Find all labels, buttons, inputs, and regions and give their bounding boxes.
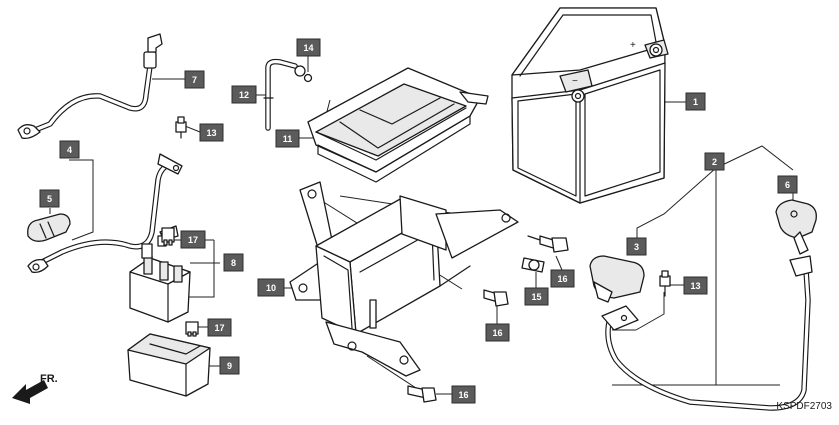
bolt-15 xyxy=(521,257,545,273)
callout-label: 3 xyxy=(634,242,639,252)
tube-clip xyxy=(294,65,313,83)
negative-cable xyxy=(17,33,163,140)
callout-12: 12 xyxy=(231,85,257,104)
diagram-code: KSPDF2703 xyxy=(776,401,832,412)
svg-text:−: − xyxy=(572,76,578,87)
terminal-cover-3 xyxy=(589,255,645,303)
callout-label: 1 xyxy=(693,97,698,107)
callout-label: 13 xyxy=(690,281,700,291)
callout-label: 15 xyxy=(531,292,541,302)
callout-label: 5 xyxy=(47,194,52,204)
battery-tray xyxy=(307,67,489,183)
svg-text:+: + xyxy=(630,40,636,51)
battery-bracket xyxy=(289,181,519,377)
callout-11: 11 xyxy=(275,129,300,148)
callout-label: 6 xyxy=(785,180,790,190)
callout-3: 3 xyxy=(626,237,647,256)
breather-tube xyxy=(263,58,298,131)
callout-label: 10 xyxy=(266,283,276,293)
relay-cover xyxy=(127,333,211,397)
fuse-upper xyxy=(161,227,175,246)
battery: + − xyxy=(511,7,669,204)
direction-label: FR. xyxy=(40,373,58,385)
callout-17-upper: 17 xyxy=(180,230,206,249)
starter-relay xyxy=(129,225,191,323)
terminal-cover-5 xyxy=(27,213,71,242)
callout-14: 14 xyxy=(296,38,321,57)
callout-label: 2 xyxy=(712,157,717,167)
callout-label: 17 xyxy=(188,235,198,245)
callout-16-top: 16 xyxy=(550,269,575,288)
callout-label: 14 xyxy=(303,43,313,53)
callout-13-right: 13 xyxy=(683,276,708,295)
callout-label: 16 xyxy=(557,274,567,284)
callout-label: 8 xyxy=(231,258,236,268)
callout-label: 7 xyxy=(192,75,197,85)
callout-5: 5 xyxy=(39,189,60,208)
callout-2: 2 xyxy=(704,152,725,171)
fuse-lower xyxy=(185,321,199,337)
terminal-bolt-b xyxy=(659,270,671,297)
bolt-16-top xyxy=(527,235,569,253)
callout-16-middle: 16 xyxy=(485,323,510,342)
positive-cable xyxy=(27,153,183,274)
callout-10: 10 xyxy=(257,278,285,297)
callout-16-bottom: 16 xyxy=(451,385,476,404)
terminal-bolt-a xyxy=(175,116,187,139)
callout-label: 17 xyxy=(214,323,224,333)
callout-7: 7 xyxy=(184,70,205,89)
callout-4: 4 xyxy=(59,140,80,159)
callout-9: 9 xyxy=(219,356,240,375)
callout-6: 6 xyxy=(777,175,798,194)
callout-label: 13 xyxy=(206,128,216,138)
callout-13-left: 13 xyxy=(199,123,224,142)
callout-17-lower: 17 xyxy=(207,318,232,337)
battery-cable-2 xyxy=(601,255,813,411)
callout-label: 16 xyxy=(492,328,502,338)
callout-label: 11 xyxy=(283,134,293,144)
terminal-cover-6 xyxy=(775,199,817,255)
bolt-16-bottom xyxy=(407,385,437,403)
callout-label: 9 xyxy=(227,361,232,371)
callout-15: 15 xyxy=(524,287,549,306)
callout-1: 1 xyxy=(685,92,706,111)
callout-label: 16 xyxy=(458,390,468,400)
callout-label: 12 xyxy=(239,90,249,100)
front-direction-arrow: FR. xyxy=(12,373,58,404)
callout-label: 4 xyxy=(67,145,72,155)
bolt-16-middle xyxy=(483,289,509,307)
callout-8: 8 xyxy=(223,253,244,272)
